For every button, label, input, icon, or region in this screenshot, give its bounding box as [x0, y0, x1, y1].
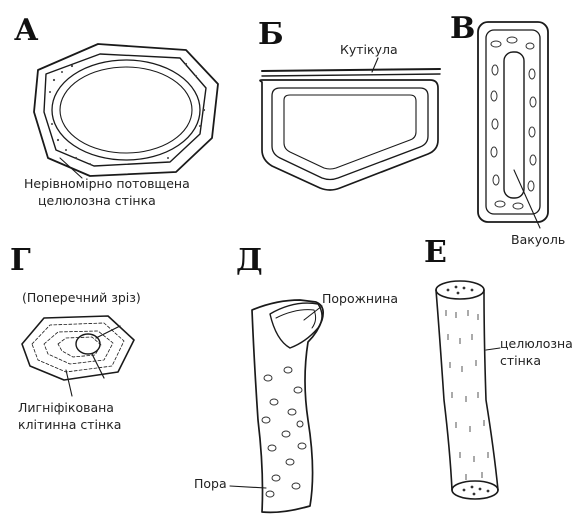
- panel-e: Д Порожнина Пора: [194, 243, 398, 512]
- panel-a: А Нерівномірно потовщена целюлозна стінк…: [14, 13, 218, 208]
- panel-c-cell: [478, 22, 548, 222]
- panel-f-wall-marks: [446, 310, 488, 480]
- panel-c-chloroplasts: [491, 37, 536, 209]
- panel-e-letter: Д: [236, 243, 263, 278]
- panel-e-pits: [262, 367, 306, 497]
- panel-a-wall-stipple: [49, 63, 205, 165]
- panel-d-cell: [22, 316, 134, 380]
- panel-f-label-line1: целюлозна: [500, 336, 573, 351]
- panel-d: Г (Поперечний зріз) Лигніфікована клітин…: [10, 243, 141, 432]
- panel-c: В Вакуоль: [450, 11, 565, 247]
- panel-d-pointer: [66, 370, 72, 396]
- panel-d-caption: (Поперечний зріз): [22, 290, 141, 305]
- panel-c-vacuole: [504, 52, 524, 198]
- panel-e-label-bottom: Пора: [194, 476, 227, 491]
- panel-d-letter: Г: [10, 243, 31, 278]
- panel-f-cell: [436, 281, 498, 499]
- panel-d-label-line2: клітинна стінка: [18, 417, 121, 432]
- panel-b-letter: Б: [258, 17, 284, 52]
- panel-f-label-line2: стінка: [500, 353, 541, 368]
- panel-d-label-line1: Лигніфікована: [18, 400, 114, 415]
- panel-c-letter: В: [450, 11, 475, 46]
- panel-c-pointer: [514, 170, 540, 228]
- panel-e-cell: [252, 300, 323, 512]
- panel-a-letter: А: [14, 13, 39, 48]
- panel-f: Е целюлозна стінка: [424, 235, 573, 499]
- panel-b: Б Кутікула: [258, 17, 440, 190]
- panel-f-end-pores: [447, 286, 490, 496]
- panel-a-cell: [34, 44, 218, 176]
- panel-e-pointer-top: [304, 306, 322, 320]
- panel-f-letter: Е: [424, 235, 447, 270]
- panel-b-cell: [260, 80, 438, 190]
- panel-b-cuticle: [262, 69, 440, 76]
- panel-b-label: Кутікула: [340, 42, 398, 57]
- panel-e-pointer-bottom: [230, 486, 266, 488]
- panel-c-label: Вакуоль: [511, 232, 565, 247]
- panel-a-pointer: [60, 158, 82, 178]
- panel-e-label-top: Порожнина: [322, 291, 398, 306]
- panel-a-label-line2: целюлозна стінка: [38, 193, 156, 208]
- panel-a-label-line1: Нерівномірно потовщена: [24, 176, 190, 191]
- panel-f-pointer: [486, 348, 500, 350]
